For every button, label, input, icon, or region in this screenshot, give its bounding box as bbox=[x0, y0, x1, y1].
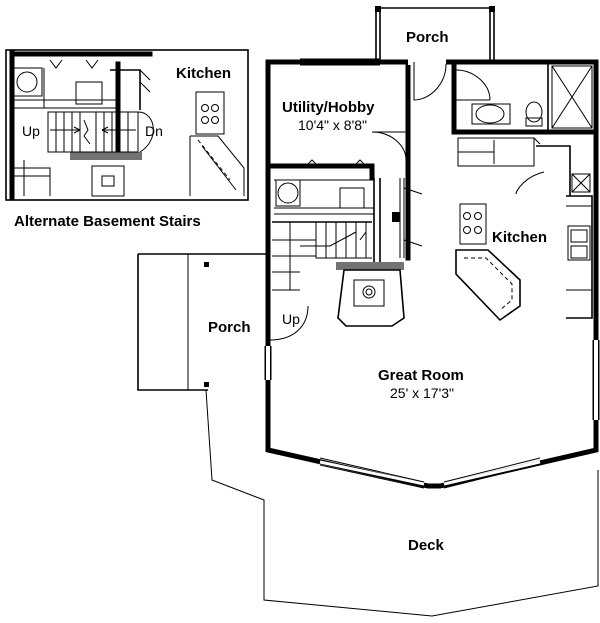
inset-kitchen-label: Kitchen bbox=[176, 65, 231, 82]
deck-label: Deck bbox=[408, 537, 445, 554]
kitchen-sink bbox=[567, 225, 591, 261]
utility-fixtures bbox=[274, 159, 374, 215]
kitchen-island bbox=[455, 249, 521, 322]
shower bbox=[551, 65, 593, 129]
kitchen-counters bbox=[455, 195, 593, 322]
porch-door-swing bbox=[269, 305, 309, 341]
inset-dn-label: Dn bbox=[145, 123, 163, 139]
great-room-dim: 25' x 17'3" bbox=[390, 385, 454, 401]
inset-stairs bbox=[47, 111, 139, 153]
utility-walls bbox=[265, 59, 411, 261]
utility-dim: 10'4" x 8'8" bbox=[298, 117, 367, 133]
inset-range bbox=[195, 91, 225, 135]
entry-door[interactable] bbox=[413, 62, 447, 101]
sink bbox=[475, 104, 505, 124]
inset-washer bbox=[13, 67, 43, 97]
pantry bbox=[457, 137, 591, 196]
range bbox=[459, 203, 487, 245]
wood-stove bbox=[337, 269, 405, 327]
kitchen-label: Kitchen bbox=[492, 229, 547, 246]
main-stairs bbox=[272, 178, 423, 291]
bathroom bbox=[451, 59, 599, 135]
inset-frame bbox=[5, 49, 249, 201]
inset-up-label: Up bbox=[22, 123, 40, 139]
inset-stove bbox=[91, 165, 125, 197]
exterior-walls bbox=[265, 59, 599, 489]
inset-dryer bbox=[75, 81, 103, 105]
top-porch bbox=[375, 6, 495, 60]
hearth bbox=[336, 262, 404, 270]
utility-label: Utility/Hobby bbox=[282, 99, 375, 116]
left-porch bbox=[137, 253, 599, 617]
toilet bbox=[525, 101, 543, 123]
alternate-stairs-inset: Up Dn Kitchen bbox=[5, 49, 249, 201]
inset-caption: Alternate Basement Stairs bbox=[14, 213, 201, 230]
porch-top-label: Porch bbox=[406, 29, 449, 46]
inset-landing bbox=[70, 152, 142, 160]
great-room-label: Great Room bbox=[378, 367, 464, 384]
porch-left-label: Porch bbox=[208, 319, 251, 336]
up-label: Up bbox=[282, 311, 300, 327]
